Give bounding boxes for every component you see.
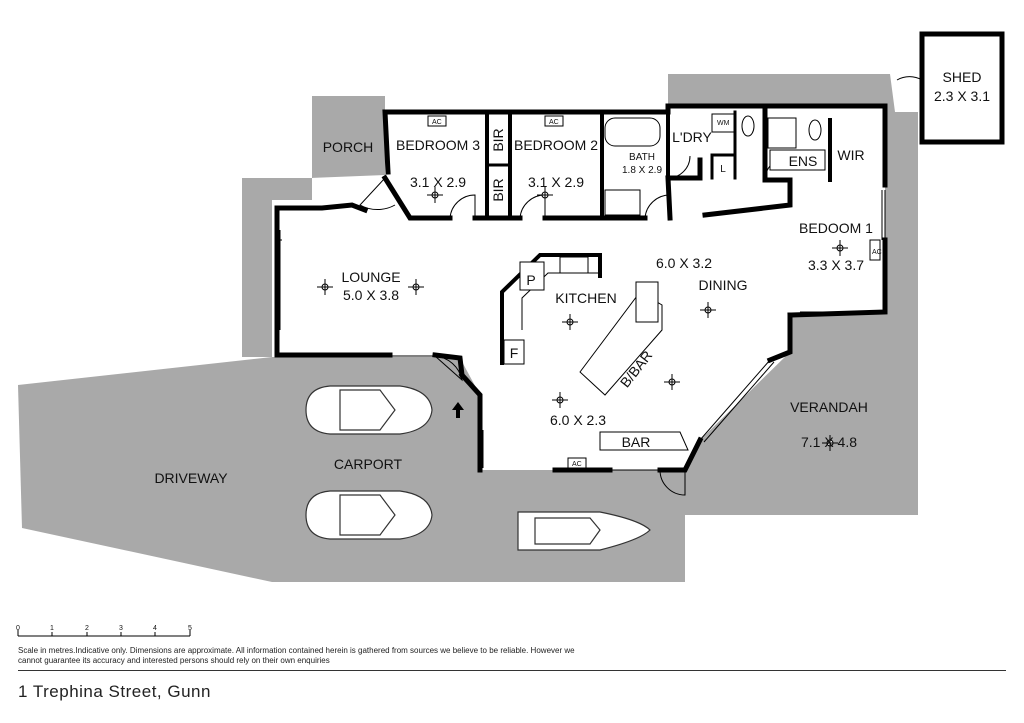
- bir-label-top: BIR: [490, 128, 506, 151]
- car-icon: [305, 490, 433, 540]
- carport-door: [434, 355, 463, 382]
- ac-label-bed1: AC: [872, 249, 882, 256]
- wir-label: WIR: [837, 147, 864, 163]
- wall-porch-corner: [382, 109, 671, 175]
- ens-vanity: [769, 149, 826, 171]
- laundry-label: L'DRY: [672, 129, 712, 145]
- lounge-dims: 5.0 X 3.8: [343, 287, 399, 303]
- bedroom3-dims: 3.1 X 2.9: [410, 174, 466, 190]
- shed-walls: [919, 31, 1005, 145]
- ldry-door: [667, 155, 691, 179]
- property-address: 1 Trephina Street, Gunn: [18, 682, 211, 701]
- bar-label: BAR: [622, 434, 651, 450]
- bedroom1-dims: 3.3 X 3.7: [808, 257, 864, 273]
- toilet-label: L: [720, 164, 726, 175]
- scale-bar: [17, 630, 191, 637]
- wall-bed1-west: [702, 177, 793, 218]
- bath-label: BATH: [629, 152, 655, 163]
- verandah-dims: 7.1 X 4.8: [801, 434, 857, 450]
- verandah-label: VERANDAH: [790, 399, 868, 415]
- cooktop: [559, 256, 589, 274]
- kitchen-label: KITCHEN: [555, 290, 616, 306]
- room-labels: SHED 2.3 X 3.1 PORCH BEDROOM 3 3.1 X 2.9…: [154, 69, 990, 486]
- car-icon: [305, 385, 433, 435]
- carport-label: CARPORT: [334, 456, 403, 472]
- ens-label: ENS: [789, 153, 818, 169]
- family-door: [659, 469, 686, 496]
- scale-tick: 5: [188, 625, 192, 632]
- pantry-label: P: [526, 272, 535, 288]
- front-door: [359, 177, 396, 211]
- fridge-label: F: [510, 345, 519, 361]
- pantry-box: [519, 261, 545, 291]
- ens-shower: [767, 117, 797, 149]
- lounge-label: LOUNGE: [341, 269, 400, 285]
- ac-units: [427, 115, 881, 469]
- ac-label-bed2: AC: [549, 119, 559, 126]
- wall-family-south: [458, 371, 483, 473]
- porch-area: [242, 96, 385, 357]
- wm-label: WM: [717, 120, 730, 127]
- wall-ensuite: [762, 103, 888, 188]
- scale-tick: 0: [16, 625, 20, 632]
- bedroom3-label: BEDROOM 3: [396, 137, 480, 153]
- shed-door: [896, 76, 923, 81]
- verandah-area: [668, 74, 918, 515]
- bath-dims: 1.8 X 2.9: [622, 165, 662, 176]
- interior-floor: [277, 106, 885, 470]
- driveway-area: [18, 357, 272, 582]
- disclaimer-text: Scale in metres.Indicative only. Dimensi…: [18, 646, 575, 665]
- wall-bed3-diag: [381, 174, 453, 221]
- shed-dims: 2.3 X 3.1: [934, 88, 990, 104]
- bed3-door: [449, 194, 476, 219]
- bedroom2-dims: 3.1 X 2.9: [528, 174, 584, 190]
- scale-tick: 4: [153, 625, 157, 632]
- dining-label: DINING: [699, 277, 748, 293]
- family-dims: 6.0 X 2.3: [550, 412, 606, 428]
- driveway-label: DRIVEWAY: [154, 470, 228, 486]
- ens-toilet: [808, 119, 822, 141]
- porch-label: PORCH: [323, 139, 374, 155]
- bathtub: [604, 117, 661, 147]
- bar-counter: [599, 431, 689, 451]
- bir-label-bottom: BIR: [490, 178, 506, 201]
- bath-fixtures: [604, 113, 826, 216]
- bedroom2-label: BEDROOM 2: [514, 137, 598, 153]
- wall-bath-bottom: [665, 157, 703, 221]
- boat-icon: [517, 511, 651, 551]
- dining-dims: 6.0 X 3.2: [656, 255, 712, 271]
- toilet-bowl: [741, 115, 755, 137]
- scale-ticks: 0 1 2 3 4 5: [16, 625, 192, 632]
- wall-lounge-south2: [432, 352, 465, 378]
- bedroom1-label: BEDOOM 1: [799, 220, 873, 236]
- kitchen-bench: [500, 253, 602, 365]
- scale-tick: 2: [85, 625, 89, 632]
- ac-label-family: AC: [572, 461, 582, 468]
- windows: [277, 190, 886, 471]
- sink: [635, 281, 659, 323]
- ac-label-bed3: AC: [432, 119, 442, 126]
- wm-box: [711, 113, 735, 133]
- scale-tick: 1: [50, 625, 54, 632]
- scale-tick: 3: [119, 625, 123, 632]
- footer-divider: [18, 670, 1006, 671]
- wall-dining-east: [766, 312, 793, 364]
- light-fixtures: [317, 187, 848, 451]
- shower: [604, 189, 641, 216]
- shed-label: SHED: [943, 69, 982, 85]
- entry-arrow-icon: [452, 402, 464, 418]
- kitchen-fixtures: [500, 253, 689, 451]
- wall-bed1-east: [787, 237, 888, 318]
- bath-door: [644, 194, 671, 219]
- fridge-box: [503, 339, 525, 365]
